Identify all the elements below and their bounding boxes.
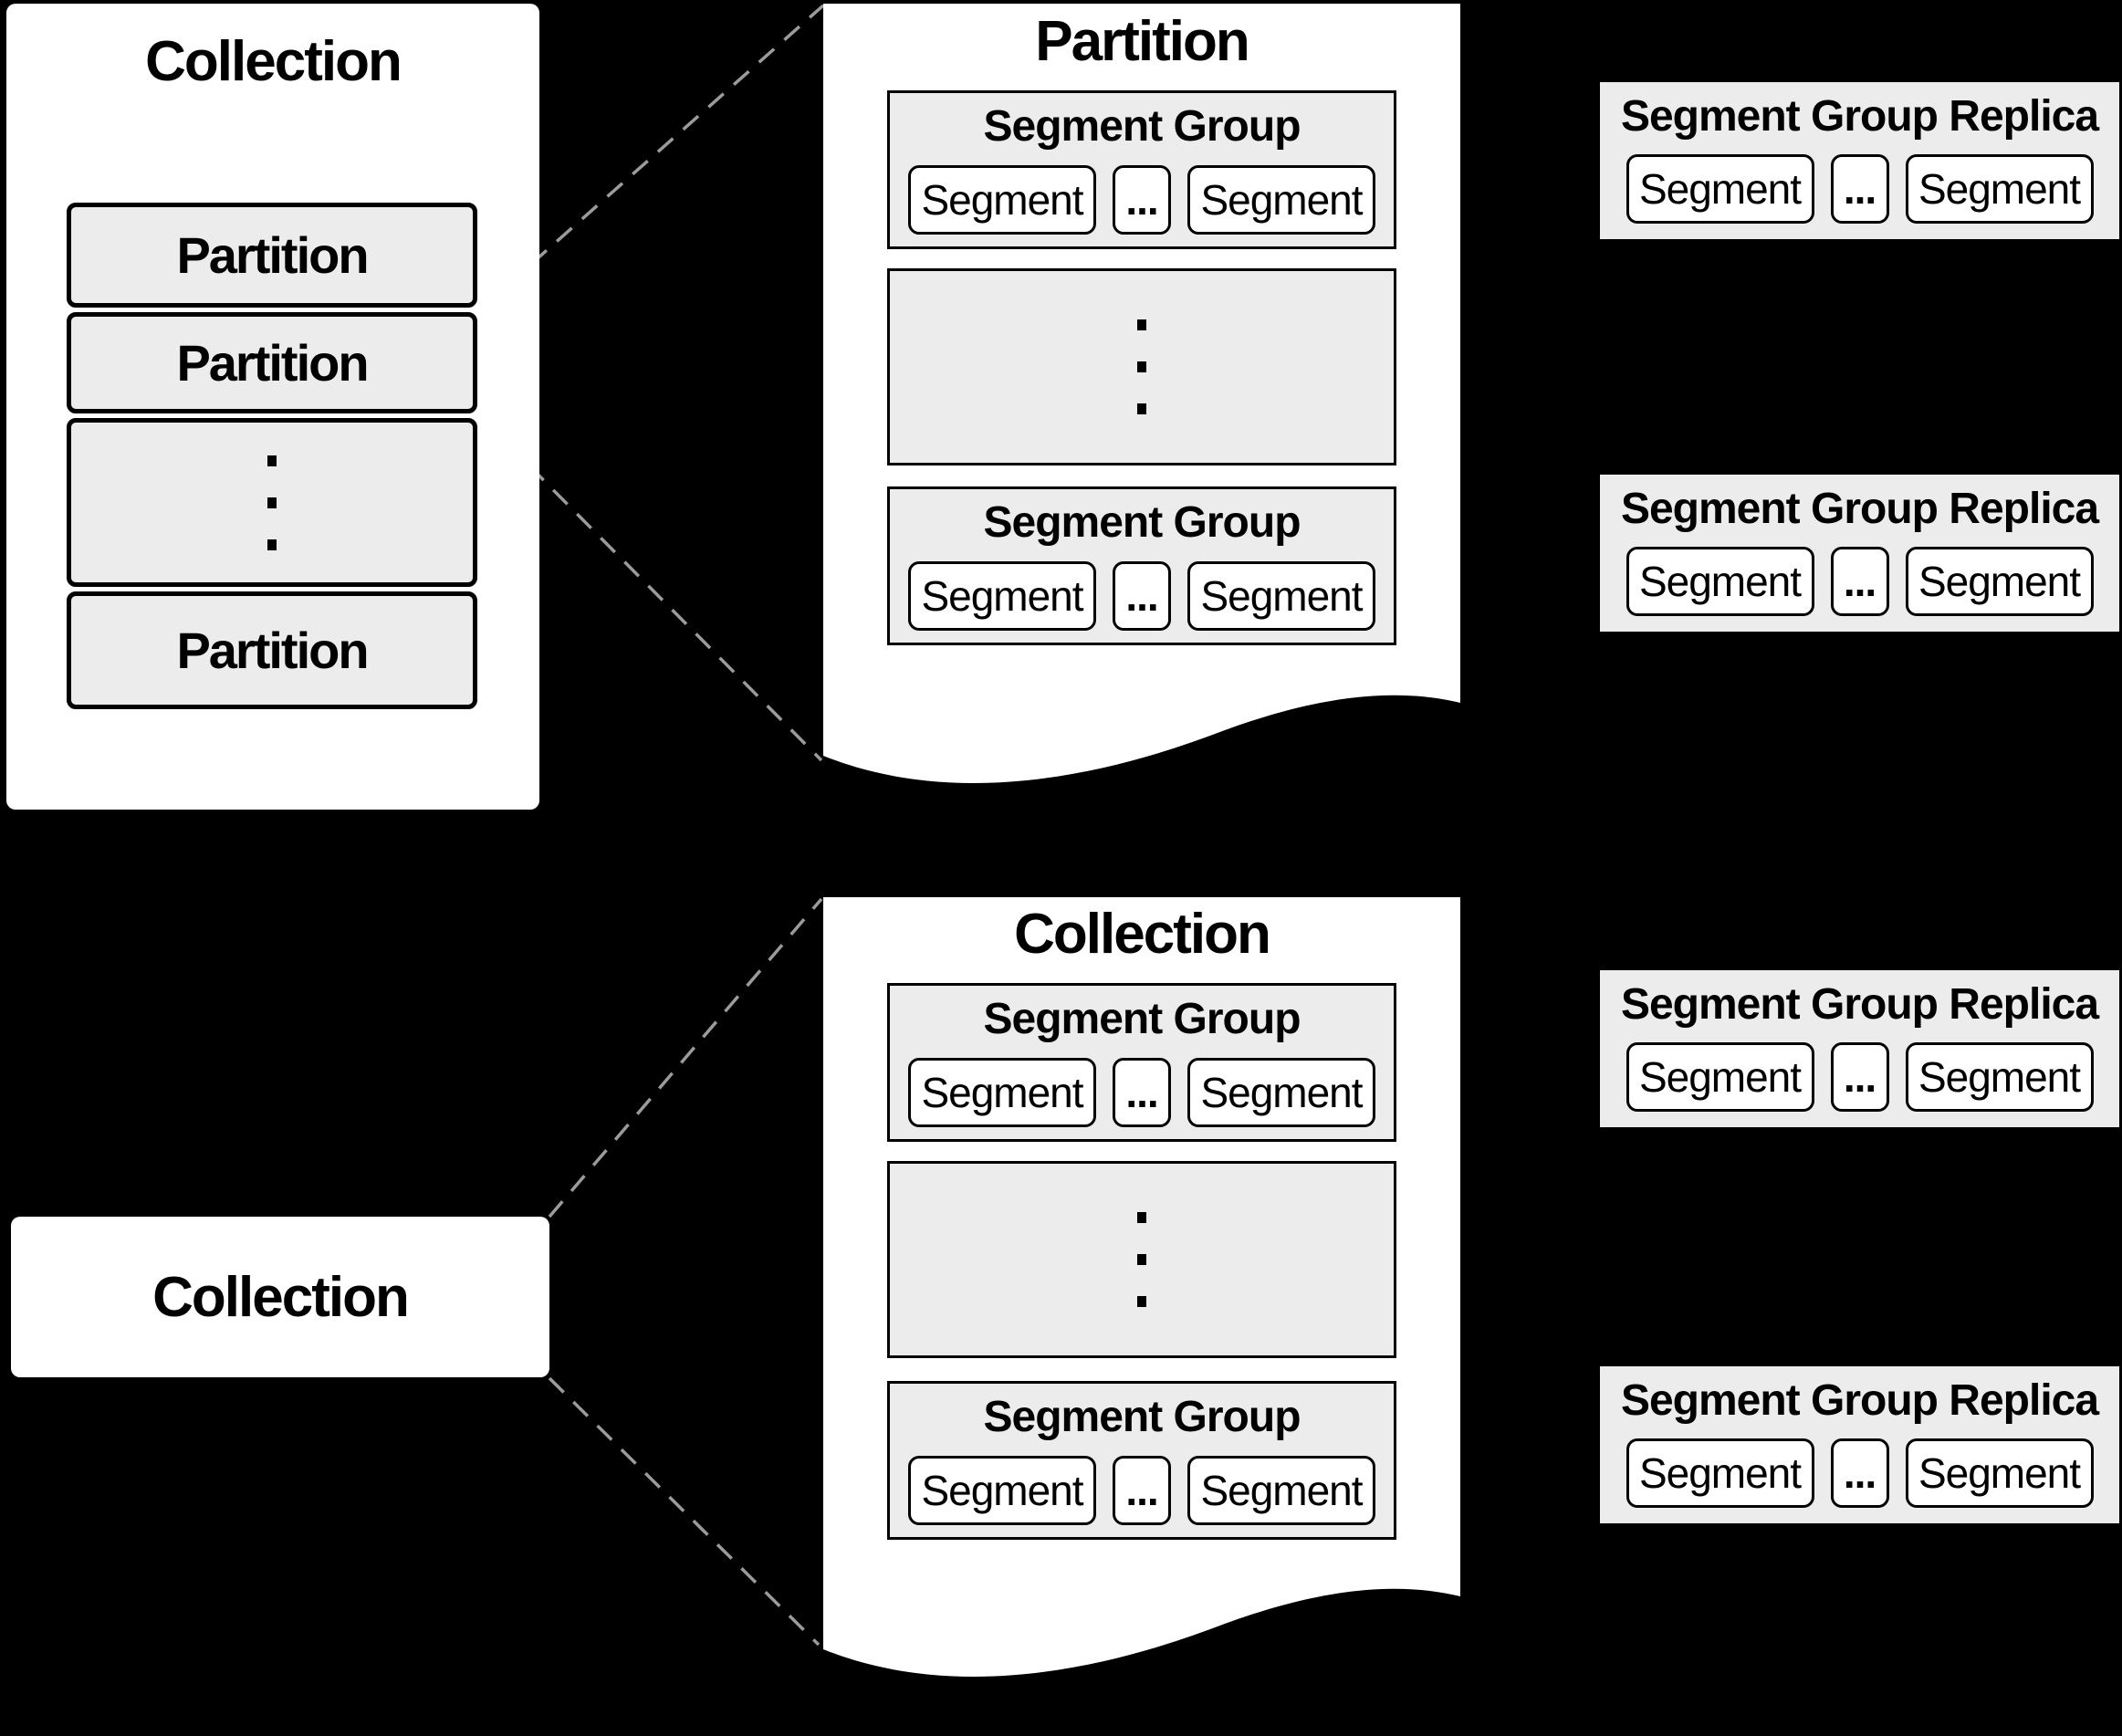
connector-collection-top	[548, 897, 823, 1218]
segment-box: Segment	[1905, 154, 2094, 224]
segment-box: Segment	[1187, 1456, 1375, 1525]
partition-zoom-title: Partition	[1035, 10, 1249, 73]
ellipsis-dot	[267, 497, 277, 508]
segment-row: Segment ... Segment	[890, 1456, 1394, 1525]
ellipsis-dot	[267, 539, 277, 550]
segment-box: Segment	[908, 1058, 1096, 1127]
segment-box: Segment	[1187, 1058, 1375, 1127]
segment-group-box: Segment Group Segment ... Segment	[887, 983, 1396, 1142]
segment-box: Segment	[1625, 547, 1814, 616]
partition-box-1-label: Partition	[176, 226, 369, 284]
segment-box: Segment	[908, 165, 1096, 235]
segment-group-replica-box: Segment Group Replica Segment ... Segmen…	[1600, 475, 2119, 632]
ellipsis-dot	[1137, 319, 1146, 330]
segment-ellipsis-box: ...	[1830, 1042, 1889, 1112]
partition-box-1: Partition	[67, 203, 477, 308]
segment-group-replica-box: Segment Group Replica Segment ... Segmen…	[1600, 1366, 2119, 1523]
segment-row: Segment ... Segment	[1600, 154, 2119, 224]
partition-ellipsis-box	[67, 418, 477, 587]
segment-group-box: Segment Group Segment ... Segment	[887, 486, 1396, 645]
ellipsis-dot	[1137, 361, 1146, 372]
segment-box: Segment	[1625, 1042, 1814, 1112]
more-segment-groups-ellipsis-box	[887, 1161, 1396, 1358]
segment-row: Segment ... Segment	[1600, 1438, 2119, 1508]
segment-row: Segment ... Segment	[1600, 1042, 2119, 1112]
segment-ellipsis-box: ...	[1113, 561, 1171, 631]
segment-box: Segment	[908, 1456, 1096, 1525]
segment-ellipsis-box: ...	[1830, 1438, 1889, 1508]
segment-ellipsis-box: ...	[1113, 165, 1171, 235]
ellipsis-dot	[1137, 403, 1146, 414]
collection-zoom-title: Collection	[1014, 903, 1271, 966]
segment-row: Segment ... Segment	[890, 561, 1394, 631]
segment-group-title: Segment Group	[983, 995, 1301, 1043]
segment-box: Segment	[1905, 1438, 2094, 1508]
segment-row: Segment ... Segment	[890, 1058, 1394, 1127]
collection-box-title: Collection	[152, 1265, 410, 1329]
segment-box: Segment	[1905, 1042, 2094, 1112]
segment-row: Segment ... Segment	[890, 165, 1394, 235]
ellipsis-dot	[1137, 1212, 1146, 1223]
collection-panel-title: Collection	[145, 30, 402, 93]
segment-group-box: Segment Group Segment ... Segment	[887, 90, 1396, 249]
partition-box-3-label: Partition	[176, 622, 369, 679]
ellipsis-dot	[1137, 1296, 1146, 1307]
segment-row: Segment ... Segment	[1600, 547, 2119, 616]
segment-ellipsis-box: ...	[1113, 1058, 1171, 1127]
segment-box: Segment	[1187, 165, 1375, 235]
segment-box: Segment	[1625, 1438, 1814, 1508]
segment-ellipsis-box: ...	[1830, 547, 1889, 616]
replica-title: Segment Group Replica	[1620, 980, 2099, 1029]
segment-group-title: Segment Group	[983, 498, 1301, 547]
segment-box: Segment	[1187, 561, 1375, 631]
segment-box: Segment	[1905, 547, 2094, 616]
partition-box-3: Partition	[67, 591, 477, 709]
replica-title: Segment Group Replica	[1620, 1376, 2099, 1425]
segment-group-box: Segment Group Segment ... Segment	[887, 1381, 1396, 1540]
replica-title: Segment Group Replica	[1620, 92, 2099, 141]
ellipsis-dot	[1137, 1254, 1146, 1265]
partition-box-2: Partition	[67, 312, 477, 413]
segment-box: Segment	[1625, 154, 1814, 224]
collection-box: Collection	[11, 1217, 549, 1377]
replica-title: Segment Group Replica	[1620, 485, 2099, 533]
ellipsis-dot	[267, 455, 277, 466]
segment-ellipsis-box: ...	[1113, 1456, 1171, 1525]
segment-group-title: Segment Group	[983, 102, 1301, 151]
segment-box: Segment	[908, 561, 1096, 631]
more-segment-groups-ellipsis-box	[887, 268, 1396, 465]
segment-group-title: Segment Group	[983, 1393, 1301, 1441]
connector-collection-bottom	[548, 1376, 821, 1647]
partition-box-2-label: Partition	[176, 334, 369, 392]
segment-group-replica-box: Segment Group Replica Segment ... Segmen…	[1600, 970, 2119, 1127]
segment-group-replica-box: Segment Group Replica Segment ... Segmen…	[1600, 82, 2119, 239]
segment-ellipsis-box: ...	[1830, 154, 1889, 224]
